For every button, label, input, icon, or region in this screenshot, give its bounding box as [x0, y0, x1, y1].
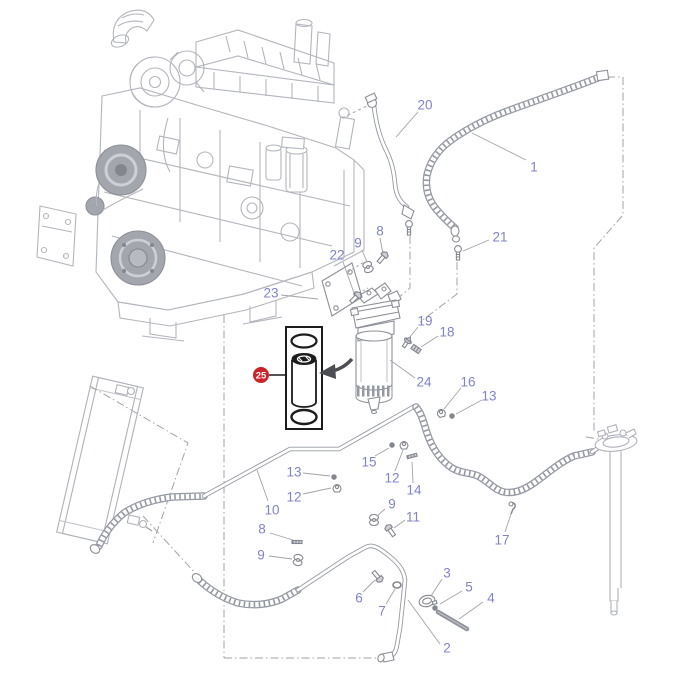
rod-part-4	[435, 609, 470, 632]
part-icon-stud-14	[406, 452, 418, 460]
callout-n9a[interactable]: 9	[354, 236, 362, 251]
hardware-parts	[291, 220, 516, 611]
fuel-hose-2-braid	[196, 577, 302, 609]
callout-n8l[interactable]: 8	[258, 522, 266, 537]
callout-n7[interactable]: 7	[378, 604, 386, 619]
part-icon-screw-13-right	[449, 413, 455, 419]
callout-n19[interactable]: 19	[417, 314, 432, 329]
part-icon-clamp-9-mid	[368, 513, 380, 527]
highlight-badge-circle[interactable]	[253, 367, 269, 383]
part-icon-clip-12-left	[332, 483, 342, 493]
callout-n12m[interactable]: 12	[384, 471, 399, 486]
callout-n3[interactable]: 3	[443, 566, 451, 581]
part-icon-screw-13-left	[331, 474, 337, 480]
callout-n17[interactable]: 17	[494, 533, 509, 548]
callout-n24[interactable]: 24	[416, 375, 432, 390]
callout-n18[interactable]: 18	[439, 325, 454, 340]
callout-n1[interactable]: 1	[530, 160, 538, 175]
callout-n12l[interactable]: 12	[286, 490, 301, 505]
fuel-tank-pickup	[594, 424, 638, 616]
part-icon-clamp-9-left	[292, 553, 304, 567]
part-icon-clip-12-mid	[399, 440, 409, 450]
callout-n16[interactable]: 16	[460, 375, 475, 390]
callout-n6[interactable]: 6	[355, 591, 363, 606]
callout-n9l[interactable]: 9	[257, 548, 265, 563]
fuel-cooler	[56, 375, 153, 545]
fuel-filter-assembly-24	[349, 282, 402, 415]
part-icon-banjo-bolt-21	[454, 245, 462, 261]
part-icon-seal-7	[392, 581, 402, 589]
fuel-hose-2	[295, 543, 408, 660]
callout-25-highlighted[interactable]: 25	[256, 370, 267, 381]
callout-n4[interactable]: 4	[487, 591, 495, 606]
fuel-line-10-braid-left	[95, 492, 208, 550]
callout-n8a[interactable]: 8	[376, 224, 384, 239]
fuel-hose-20	[371, 103, 410, 210]
callout-n13l[interactable]: 13	[286, 465, 301, 480]
hose-end-fittings	[89, 69, 610, 663]
part-icon-bolt-8-left	[291, 539, 303, 545]
callout-n5[interactable]: 5	[465, 580, 473, 595]
part-icon-clip-17	[508, 501, 516, 515]
callout-n20[interactable]: 20	[417, 98, 432, 113]
callout-n15[interactable]: 15	[361, 455, 376, 470]
engine-illustration	[36, 9, 368, 342]
part-icon-banjo-bolt-20	[405, 220, 413, 236]
part-icon-pin-5	[432, 605, 438, 611]
callout-n14[interactable]: 14	[406, 483, 422, 498]
callout-n10[interactable]: 10	[264, 503, 279, 518]
callout-n22[interactable]: 22	[329, 248, 344, 263]
callout-n23[interactable]: 23	[263, 286, 278, 301]
fuel-hoses	[89, 69, 610, 663]
part-icon-clamp-9-upper	[362, 260, 374, 274]
callout-n2[interactable]: 2	[443, 641, 451, 656]
part-icon-clamp-3	[418, 594, 438, 608]
part-icon-spacer-18	[410, 343, 422, 355]
callout-n21[interactable]: 21	[492, 230, 507, 245]
fuel-line-braid-right	[412, 403, 596, 497]
fuel-hose-1	[422, 73, 604, 232]
part-icon-screw-15	[389, 442, 395, 448]
callout-n13r[interactable]: 13	[481, 389, 496, 404]
part-icon-bolt-11	[384, 524, 397, 538]
callout-n11[interactable]: 11	[406, 510, 420, 525]
part-icon-bolt-6	[371, 569, 384, 583]
pointer-arrow	[319, 357, 354, 379]
part-icon-clip-16	[436, 408, 446, 419]
callout-n9m[interactable]: 9	[388, 497, 396, 512]
part-icon-bolt-22	[348, 291, 362, 305]
filter-element-box-25	[285, 326, 323, 430]
fuel-line-10-mid	[201, 403, 418, 499]
